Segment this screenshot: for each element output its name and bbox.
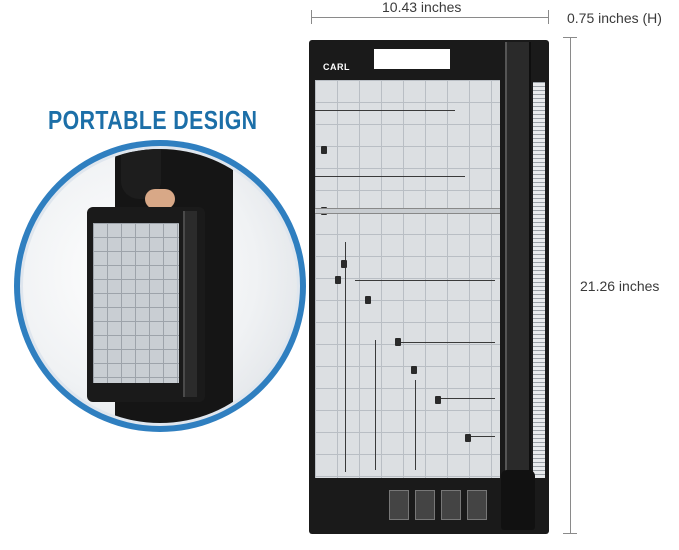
board-guide-line	[375, 340, 376, 470]
instruction-diagram	[467, 490, 487, 520]
cutting-board	[315, 80, 500, 478]
height-dimension-tick-top	[563, 37, 577, 38]
instruction-diagram	[389, 490, 409, 520]
instruction-panel	[315, 484, 500, 528]
board-guide-line	[435, 398, 495, 399]
paper-size-marker	[365, 296, 371, 304]
paper-size-marker	[411, 366, 417, 374]
board-guide-line	[395, 342, 495, 343]
board-guide-line	[465, 436, 495, 437]
paper-size-marker	[395, 338, 401, 346]
blade-carriage[interactable]	[501, 470, 535, 530]
board-guide-line	[315, 110, 455, 111]
inset-photo-frame	[20, 146, 300, 426]
board-guide-line	[345, 242, 346, 472]
portable-design-headline: PORTABLE DESIGN	[48, 105, 258, 135]
carry-handle-slot	[371, 46, 453, 72]
side-ruler	[533, 82, 545, 478]
instruction-diagram	[441, 490, 461, 520]
height-dimension-tick-bottom	[563, 533, 577, 534]
width-dimension-tick-left	[311, 10, 312, 24]
portable-inset-photo	[14, 140, 306, 432]
paper-size-marker	[341, 260, 347, 268]
person-hand	[145, 189, 175, 209]
paper-size-marker	[435, 396, 441, 404]
paper-size-marker	[465, 434, 471, 442]
height-dimension-line	[570, 37, 571, 534]
carried-cutter-board	[93, 223, 179, 383]
board-guide-line	[315, 176, 465, 177]
width-dimension-label: 10.43 inches	[382, 0, 462, 15]
width-dimension-tick-right	[548, 10, 549, 24]
horizontal-ruler-strip	[315, 208, 500, 214]
carried-cutter-rail	[183, 211, 197, 397]
height-dimension-label: 21.26 inches	[580, 278, 660, 294]
cutting-rail[interactable]	[505, 42, 531, 530]
board-guide-line	[355, 280, 495, 281]
paper-size-marker	[321, 146, 327, 154]
depth-dimension-label: 0.75 inches (H)	[567, 10, 662, 26]
brand-logo: CARL	[323, 62, 350, 72]
paper-cutter-product: CARL	[309, 40, 549, 534]
width-dimension-line	[311, 17, 549, 18]
instruction-diagram	[415, 490, 435, 520]
board-guide-line	[415, 380, 416, 470]
carried-paper-cutter	[87, 207, 205, 402]
paper-size-marker	[335, 276, 341, 284]
